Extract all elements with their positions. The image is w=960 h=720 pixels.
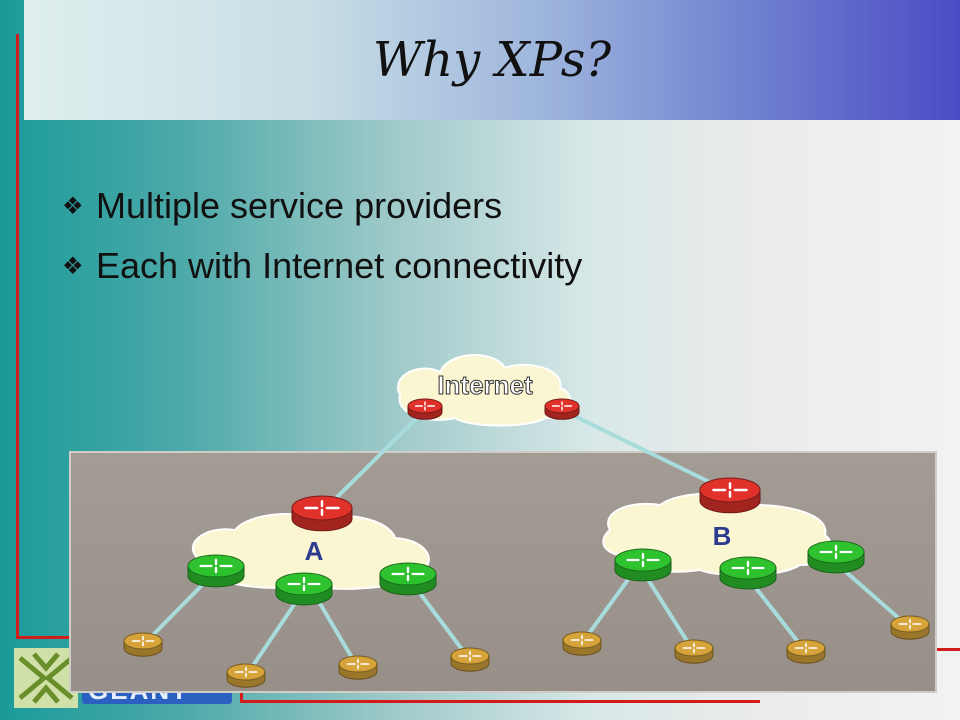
link bbox=[640, 568, 696, 654]
link-internet-b bbox=[561, 408, 731, 494]
router-icon-provider-a-edge bbox=[291, 495, 353, 532]
provider-a-cloud: A bbox=[192, 513, 430, 590]
router-icon-customer bbox=[562, 631, 602, 656]
four-diamond-icon: ❖ bbox=[62, 192, 84, 220]
router-icon-customer bbox=[338, 655, 378, 680]
router-icon-internet bbox=[544, 398, 580, 420]
title-band bbox=[24, 0, 960, 120]
link bbox=[746, 576, 808, 654]
router-icon-customer bbox=[123, 632, 163, 657]
internet-label: Internet bbox=[437, 370, 533, 400]
router-icon-provider-a-core bbox=[379, 562, 437, 596]
router-icon-provider-b-core bbox=[614, 548, 672, 582]
provider-b-label: B bbox=[713, 521, 732, 551]
router-icon-provider-a-core bbox=[187, 554, 245, 588]
bottom-rule-left bbox=[16, 636, 74, 639]
slide-title: Why XPs? bbox=[372, 32, 612, 88]
bullet-text: Each with Internet connectivity bbox=[96, 245, 583, 286]
bullet-item: ❖ Multiple service providers bbox=[62, 176, 582, 236]
link bbox=[580, 568, 637, 645]
router-icon-customer bbox=[450, 647, 490, 672]
bullet-list: ❖ Multiple service providers ❖ Each with… bbox=[62, 176, 582, 296]
link-internet-a bbox=[320, 408, 427, 514]
bullet-text: Multiple service providers bbox=[96, 185, 503, 226]
router-icon-customer bbox=[786, 639, 826, 664]
router-icon-customer bbox=[674, 639, 714, 664]
left-rule bbox=[16, 34, 19, 638]
four-diamond-icon: ❖ bbox=[62, 252, 84, 280]
bullet-item: ❖ Each with Internet connectivity bbox=[62, 236, 582, 296]
router-icon-customer bbox=[890, 615, 930, 640]
footer-rule-tick bbox=[240, 690, 243, 702]
provider-a-label: A bbox=[305, 536, 324, 566]
router-icon-provider-b-edge bbox=[699, 477, 761, 514]
router-icon-provider-b-core bbox=[719, 556, 777, 590]
router-icon-provider-a-core bbox=[275, 572, 333, 606]
router-icon-customer bbox=[226, 663, 266, 688]
router-icon-provider-b-core bbox=[807, 540, 865, 574]
bottom-rule-right bbox=[930, 648, 960, 651]
router-icon-internet bbox=[407, 398, 443, 420]
footer-rule bbox=[240, 700, 760, 703]
org-logo-icon bbox=[14, 648, 78, 708]
